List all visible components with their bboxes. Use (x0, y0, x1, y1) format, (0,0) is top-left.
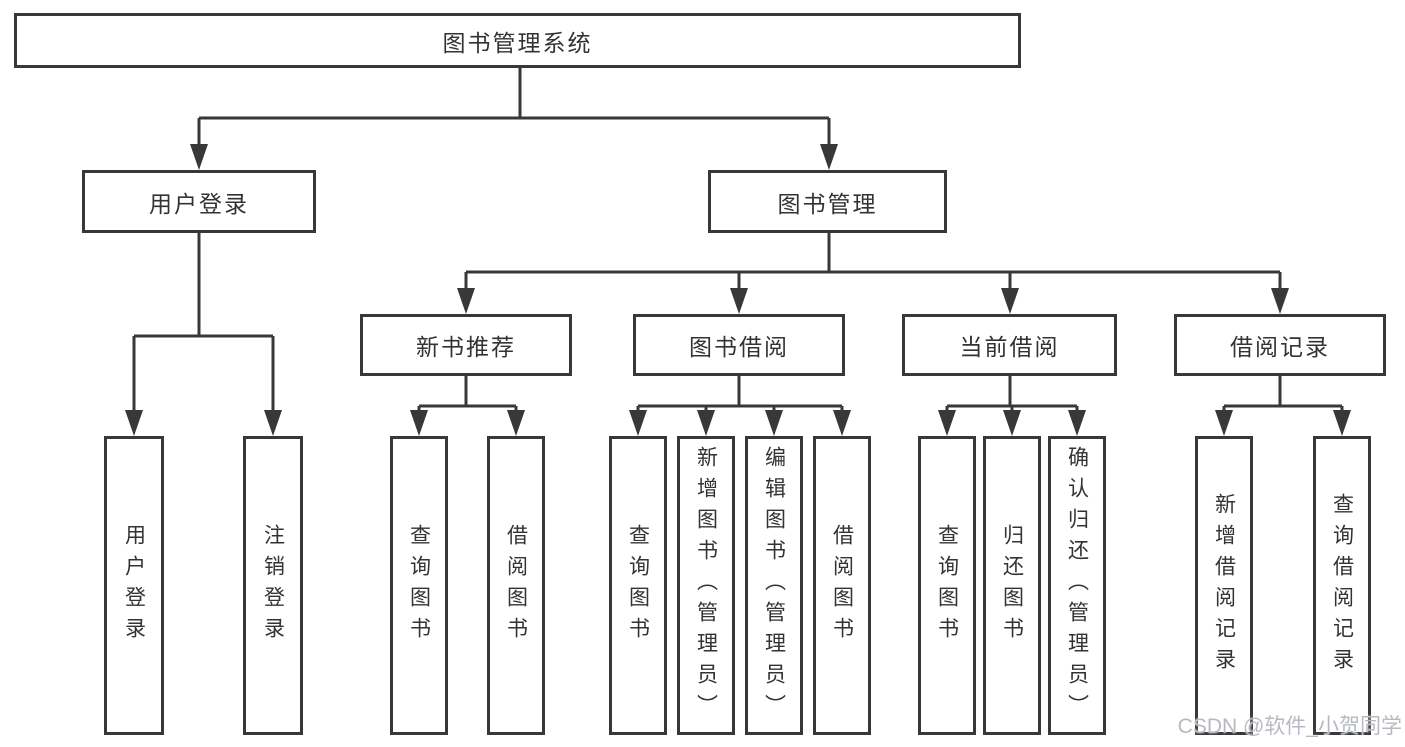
leaf-return-books-label: 归还图书 (1000, 523, 1024, 648)
leaf-query-books-borrowing: 查询图书 (609, 436, 667, 735)
leaf-query-borrow-record: 查询借阅记录 (1313, 436, 1371, 735)
leaf-return-books: 归还图书 (983, 436, 1041, 735)
node-new-book-recommend: 新书推荐 (360, 314, 572, 376)
connector-root (190, 68, 838, 170)
leaf-logout-label: 注销登录 (261, 523, 285, 648)
leaf-borrow-books-borrowing-label: 借阅图书 (830, 523, 854, 648)
leaf-logout: 注销登录 (243, 436, 303, 735)
leaf-edit-books-admin-label: 编辑图书（管理员） (762, 446, 786, 725)
connector-new-book-recommend (410, 376, 525, 436)
leaf-query-books-borrowing-label: 查询图书 (626, 523, 650, 648)
leaf-confirm-return-admin-label: 确认归还（管理员） (1065, 446, 1089, 725)
node-root-label: 图书管理系统 (442, 29, 593, 56)
node-borrowing-records: 借阅记录 (1174, 314, 1386, 376)
connector-user-login (125, 233, 282, 436)
node-current-borrowing: 当前借阅 (902, 314, 1117, 376)
node-user-login-label: 用户登录 (149, 190, 249, 217)
leaf-borrow-books-recommend: 借阅图书 (487, 436, 545, 735)
leaf-query-borrow-record-label: 查询借阅记录 (1330, 492, 1354, 679)
leaf-add-books-admin-label: 新增图书（管理员） (694, 446, 718, 725)
leaf-borrow-books-recommend-label: 借阅图书 (504, 523, 528, 648)
leaf-query-books-recommend-label: 查询图书 (407, 523, 431, 648)
leaf-borrow-books-borrowing: 借阅图书 (813, 436, 871, 735)
connector-book-management (457, 233, 1289, 314)
node-user-login: 用户登录 (82, 170, 316, 233)
leaf-add-borrow-record-label: 新增借阅记录 (1212, 492, 1236, 679)
connector-book-borrowing (629, 376, 851, 436)
node-book-borrowing: 图书借阅 (633, 314, 845, 376)
connector-current-borrowing (938, 376, 1086, 436)
leaf-edit-books-admin: 编辑图书（管理员） (745, 436, 803, 735)
node-book-borrowing-label: 图书借阅 (689, 334, 789, 360)
leaf-add-books-admin: 新增图书（管理员） (677, 436, 735, 735)
csdn-watermark: CSDN @软件_小贺同学 (1177, 715, 1402, 738)
leaf-user-login-label: 用户登录 (122, 523, 146, 648)
node-root: 图书管理系统 (14, 13, 1021, 68)
leaf-confirm-return-admin: 确认归还（管理员） (1048, 436, 1106, 735)
node-new-book-recommend-label: 新书推荐 (416, 334, 516, 360)
node-borrowing-records-label: 借阅记录 (1230, 334, 1330, 360)
node-current-borrowing-label: 当前借阅 (959, 334, 1060, 360)
leaf-user-login: 用户登录 (104, 436, 164, 735)
node-book-management: 图书管理 (708, 170, 947, 233)
leaf-query-books-current-label: 查询图书 (935, 523, 959, 648)
connector-borrowing-records (1215, 376, 1351, 436)
leaf-query-books-recommend: 查询图书 (390, 436, 448, 735)
node-book-management-label: 图书管理 (777, 190, 878, 217)
leaf-query-books-current: 查询图书 (918, 436, 976, 735)
leaf-add-borrow-record: 新增借阅记录 (1195, 436, 1253, 735)
